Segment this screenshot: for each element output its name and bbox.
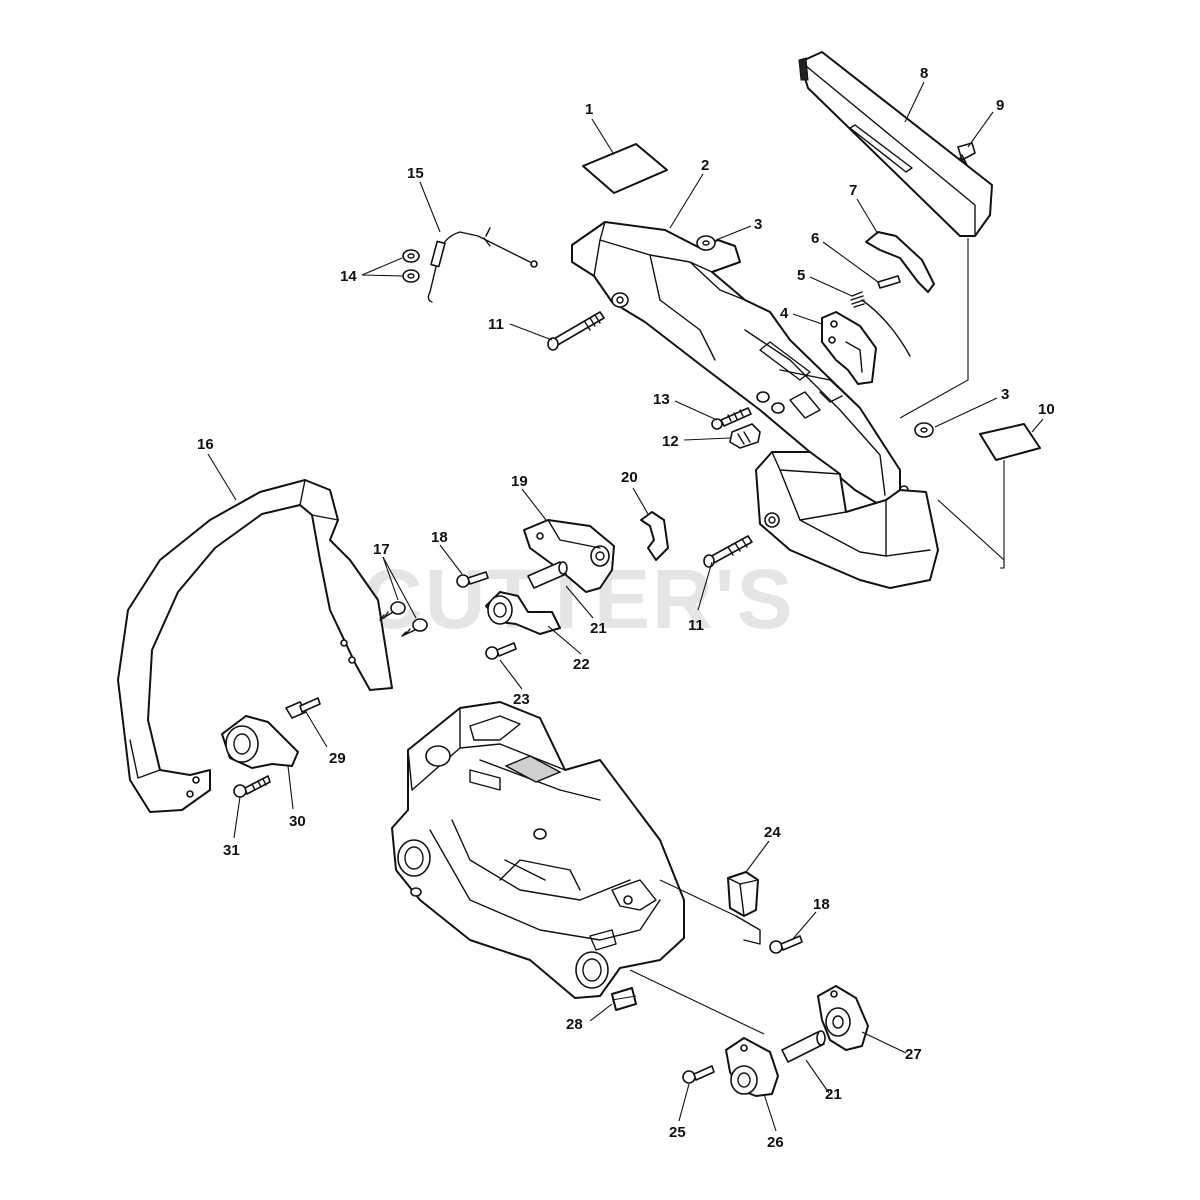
callout-5: 5 (797, 267, 805, 284)
callout-17: 17 (373, 541, 390, 558)
callout-31: 31 (223, 842, 240, 859)
part-9-screw (957, 142, 976, 166)
callout-23: 23 (513, 691, 530, 708)
callout-numbers: 1 2 3 3 4 5 6 7 8 9 10 11 11 12 13 14 15… (197, 65, 1055, 1151)
callout-11: 11 (688, 617, 704, 634)
callout-6: 6 (811, 230, 819, 247)
callout-30: 30 (289, 813, 306, 830)
handle-rear-body (755, 451, 939, 589)
part-30-av-buffer (221, 715, 299, 769)
part-12-bolt (729, 423, 761, 449)
part-26-av-element (725, 1037, 779, 1097)
callout-26: 26 (767, 1134, 784, 1151)
callout-21: 21 (590, 620, 607, 637)
part-5-spring (850, 291, 911, 357)
part-17-screws (379, 601, 428, 637)
callout-18: 18 (431, 529, 448, 546)
callout-10: 10 (1038, 401, 1055, 418)
part-24-bracket (727, 871, 761, 945)
leader-lines (207, 81, 1044, 1132)
part-29-bolt (285, 697, 321, 719)
callout-11: 11 (488, 316, 504, 333)
part-7-trigger (865, 231, 935, 293)
callout-12: 12 (662, 433, 679, 450)
part-21-pin-upper (527, 561, 568, 589)
callout-21: 21 (825, 1086, 842, 1103)
washers (756, 391, 785, 414)
part-27-av-element (817, 985, 869, 1051)
callout-14: 14 (340, 268, 357, 285)
callout-2: 2 (701, 157, 709, 174)
part-25-screw (682, 1065, 715, 1084)
part-3-nut-lower (914, 422, 934, 438)
callout-15: 15 (407, 165, 424, 182)
crankcase (391, 701, 685, 999)
part-11-screw-lower (703, 535, 753, 568)
callout-7: 7 (849, 182, 857, 199)
callout-18: 18 (813, 896, 830, 913)
part-11-screw-upper (547, 311, 605, 351)
callout-9: 9 (996, 97, 1004, 114)
part-10-decal (979, 423, 1041, 461)
part-22-av-element (485, 591, 561, 635)
callout-13: 13 (653, 391, 670, 408)
callout-3: 3 (1001, 386, 1009, 403)
callout-16: 16 (197, 436, 214, 453)
callout-1: 1 (585, 101, 593, 118)
callout-19: 19 (511, 473, 528, 490)
part-14-nuts (402, 249, 420, 283)
part-21-pin-lower (781, 1030, 826, 1063)
part-8-handle-cover (798, 51, 993, 237)
part-16-front-handle (117, 479, 393, 813)
part-4-throttle-lock (821, 311, 877, 385)
part-1-decal (582, 143, 668, 194)
callout-3: 3 (754, 216, 762, 233)
part-6-pin (877, 275, 901, 289)
callout-22: 22 (573, 656, 590, 673)
part-31-screw (233, 775, 271, 798)
callout-20: 20 (621, 469, 638, 486)
callout-4: 4 (780, 305, 789, 322)
callout-24: 24 (764, 824, 781, 841)
part-20-clip (640, 511, 669, 561)
callout-29: 29 (329, 750, 346, 767)
callout-28: 28 (566, 1016, 583, 1033)
part-15-throttle-cable (427, 227, 538, 303)
part-18-screw-upper (456, 571, 489, 588)
part-28-decal (611, 987, 637, 1011)
assembly-lines-lower (611, 879, 765, 1035)
part-23-screw (485, 642, 517, 660)
callout-8: 8 (920, 65, 928, 82)
part-18-screw-lower (769, 935, 803, 954)
part-13-screw (711, 407, 752, 430)
part-19-av-bracket (523, 519, 615, 593)
callout-25: 25 (669, 1124, 686, 1141)
part-3-nut-upper (696, 235, 716, 251)
assembly-lines-upper (899, 238, 1005, 569)
callout-27: 27 (905, 1046, 922, 1063)
